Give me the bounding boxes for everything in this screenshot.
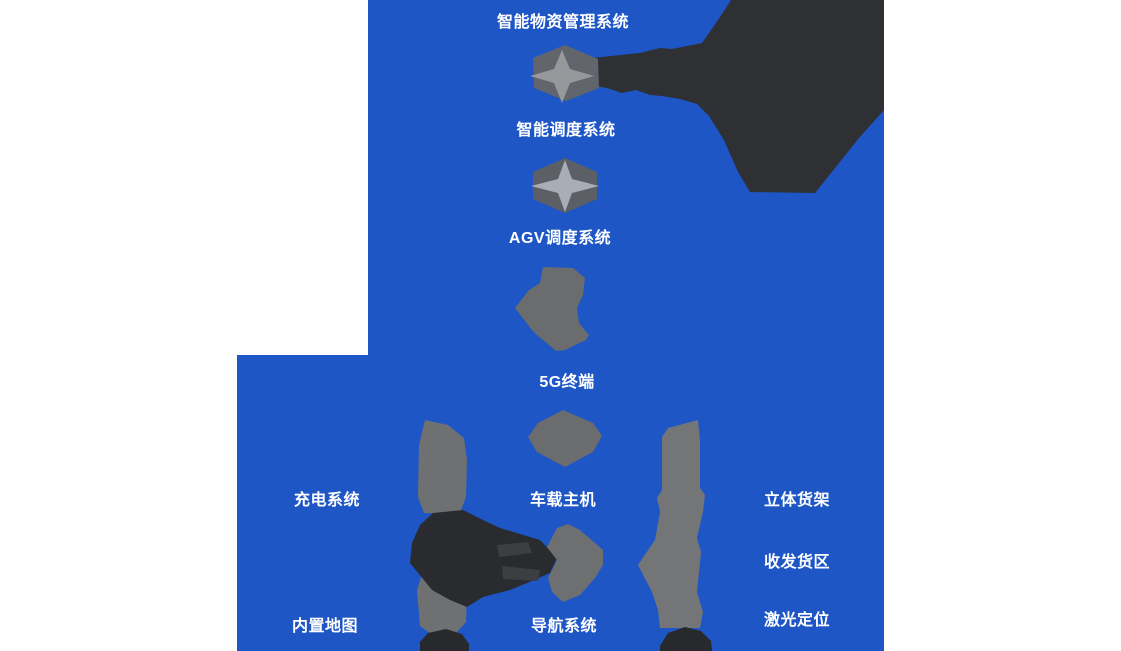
compass-star-glyph [531,160,599,212]
robot-wheel-fragment [420,629,469,651]
robot-illustration-fragment [418,420,467,513]
label-laser-positioning: 激光定位 [763,612,831,629]
label-shipping-receiving-area: 收发货区 [763,554,831,571]
robot-body-marking [502,566,540,581]
robot-illustration-fragment [515,267,589,351]
label-builtin-map: 内置地图 [291,618,359,635]
robot-illustration-fragment [547,524,603,602]
robot-illustration-fragment [528,410,602,467]
dark-funnel-fragment [583,0,884,193]
label-smart-dispatch-system: 智能调度系统 [516,122,616,139]
robot-illustration-fragment [638,420,705,628]
label-navigation-system: 导航系统 [530,618,598,635]
label-5g-terminal: 5G终端 [539,374,595,391]
compass-star-glyph [530,50,594,103]
robot-body-marking [497,542,532,557]
robot-body-fragment [410,510,557,607]
label-vehicle-host: 车载主机 [529,492,597,509]
label-agv-dispatch-system: AGV调度系统 [508,230,612,247]
label-charging-system: 充电系统 [293,492,361,509]
label-stereo-rack: 立体货架 [763,492,831,509]
blue-panel-bottom [237,355,884,651]
robot-wheel-fragment [660,627,712,651]
label-smart-materials-management-system: 智能物资管理系统 [496,14,630,31]
